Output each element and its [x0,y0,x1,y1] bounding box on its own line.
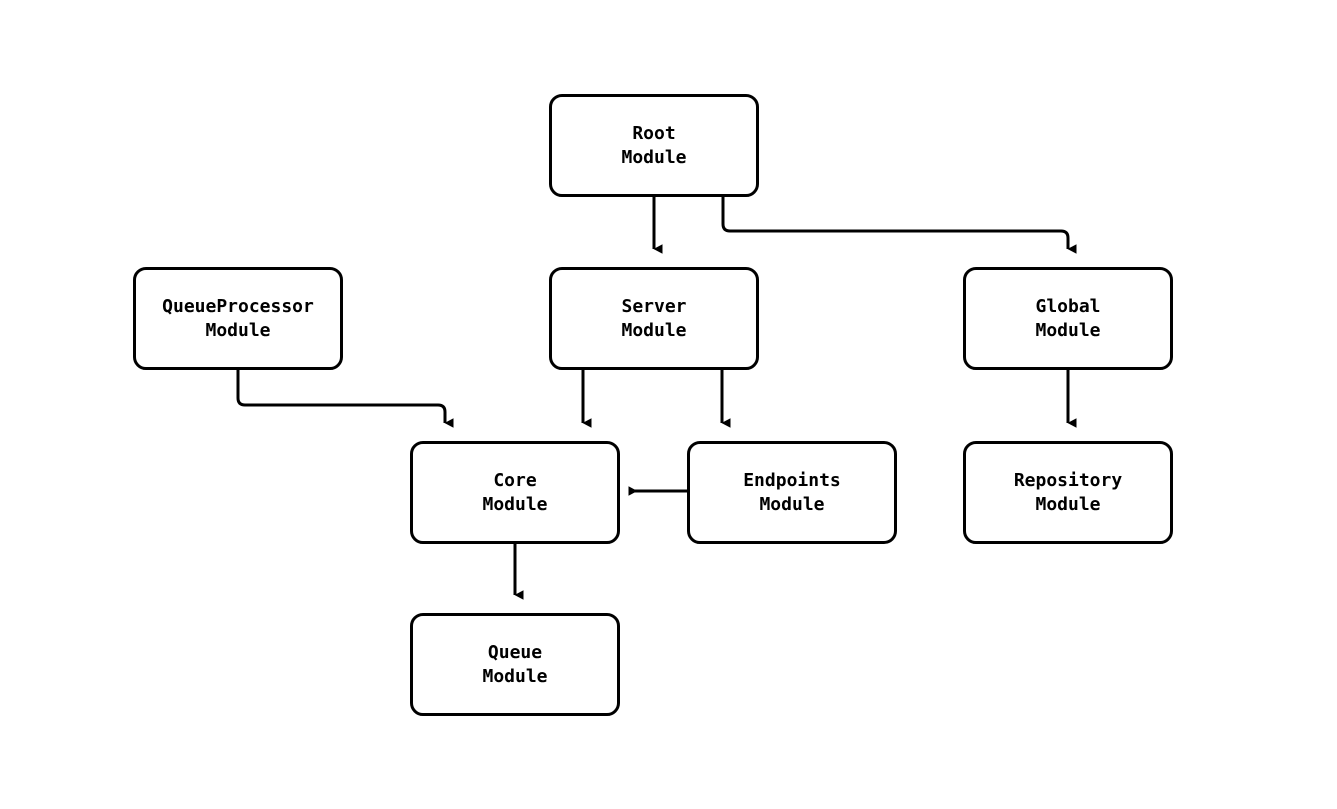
edge-queueprocessor-to-core [236,370,454,428]
node-server-module-label: Server Module [621,296,687,341]
node-endpoints-module[interactable]: Endpoints Module [687,441,897,544]
node-global-module-label: Global Module [1035,296,1101,341]
node-queue-module-label: Queue Module [482,642,548,687]
node-repository-module[interactable]: Repository Module [963,441,1173,544]
node-global-module[interactable]: Global Module [963,267,1173,370]
edge-root-to-global [721,197,1077,254]
node-root-module-label: Root Module [621,123,687,168]
node-queue-module[interactable]: Queue Module [410,613,620,716]
node-queueprocessor-module-label: QueueProcessor Module [162,296,314,341]
node-endpoints-module-label: Endpoints Module [743,470,841,515]
node-core-module[interactable]: Core Module [410,441,620,544]
node-repository-module-label: Repository Module [1013,470,1123,515]
node-core-module-label: Core Module [482,470,548,515]
node-queueprocessor-module[interactable]: QueueProcessor Module [133,267,343,370]
node-server-module[interactable]: Server Module [549,267,759,370]
node-root-module[interactable]: Root Module [549,94,759,197]
